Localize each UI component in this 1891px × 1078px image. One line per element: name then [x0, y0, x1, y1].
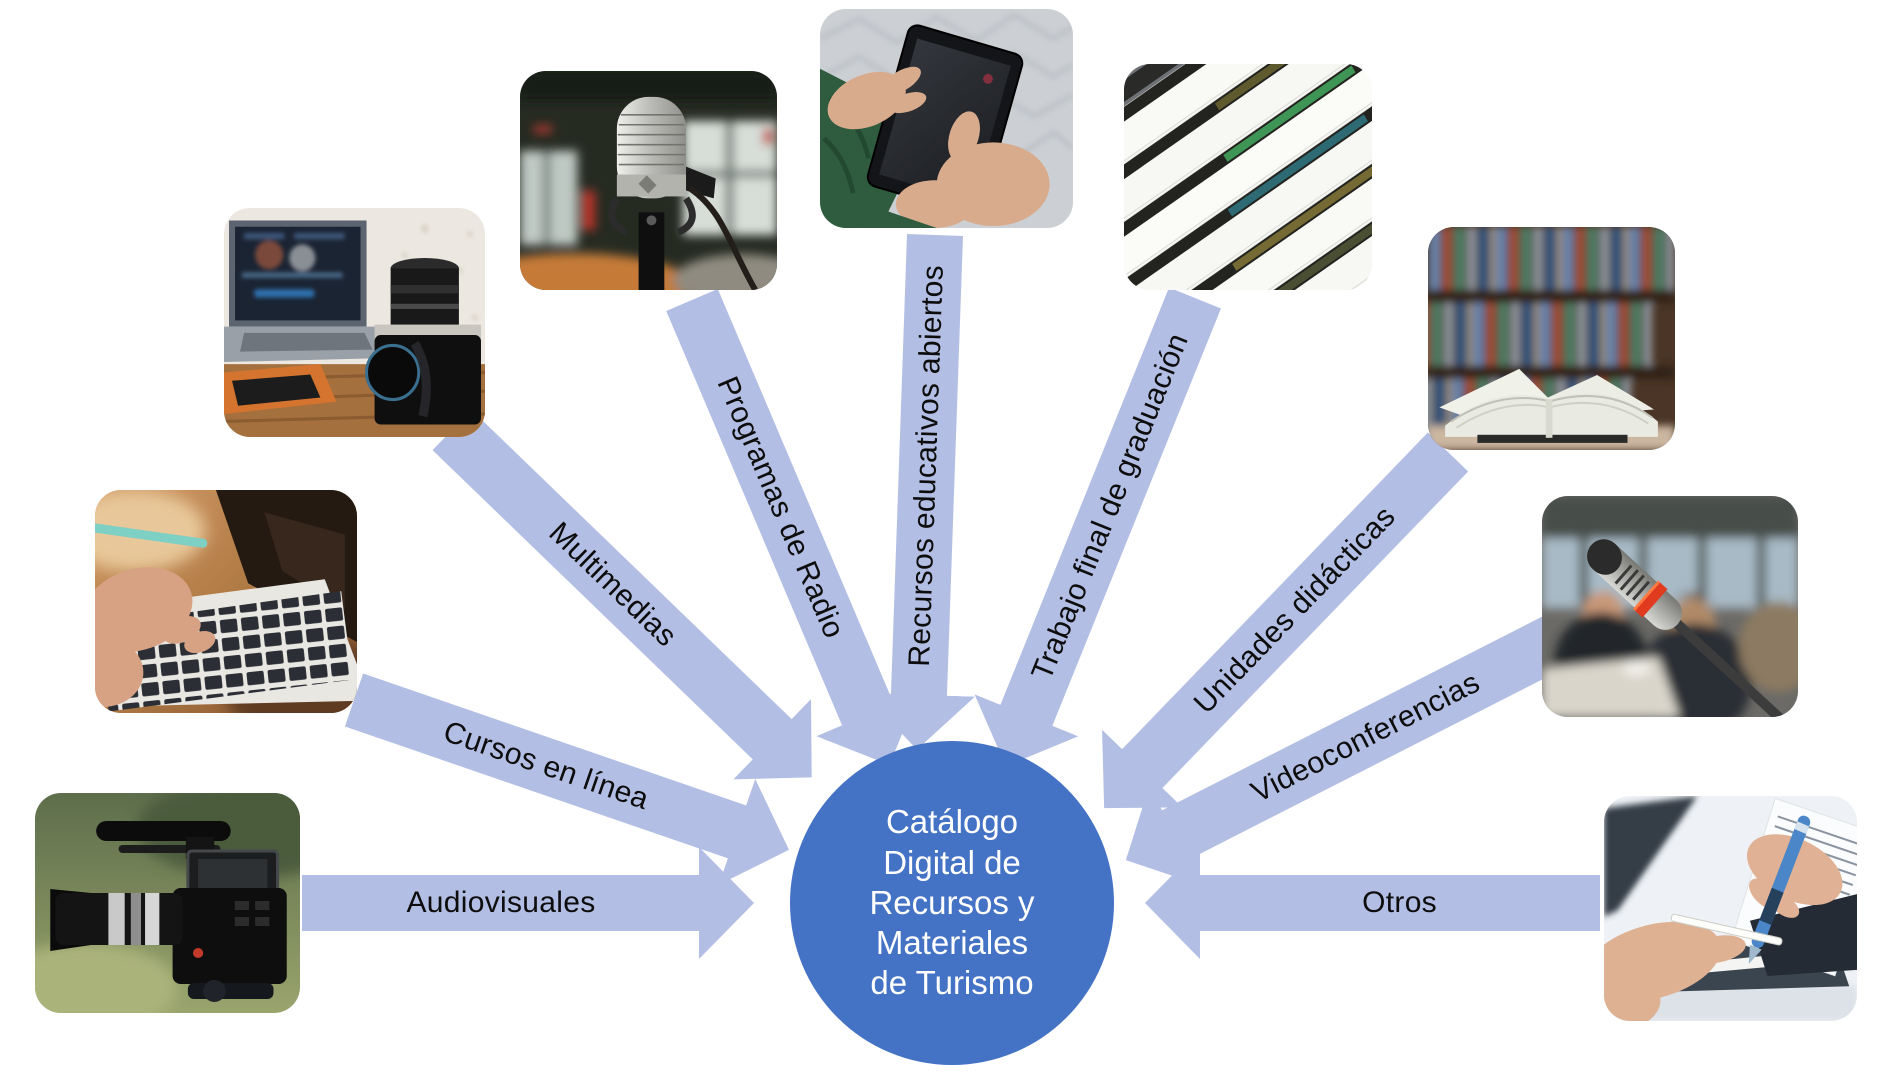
photo-open-book-library: [1428, 227, 1675, 450]
laptop-camera-illustration: [224, 208, 485, 437]
center-node: Catálogo Digital de Recursos y Materiale…: [790, 741, 1114, 1065]
center-title-line: Catálogo: [885, 803, 1019, 841]
notebook-stack-illustration: [1124, 64, 1372, 290]
photo-notebook-stack: [1124, 64, 1372, 290]
arrow-label: Otros: [1362, 886, 1437, 919]
typing-laptop-illustration: [95, 490, 357, 713]
hands-pen-illustration: [1604, 796, 1857, 1021]
center-title-line: Materiales: [875, 924, 1029, 962]
arrow-head-icon: [1145, 847, 1200, 959]
center-title: Catálogo Digital de Recursos y Materiale…: [869, 802, 1034, 1003]
photo-laptop-and-camera: [224, 208, 485, 437]
photo-conference-microphone: [1542, 496, 1798, 717]
center-title-line: de Turismo: [870, 964, 1034, 1002]
arrow-label: Cursos en línea: [439, 715, 653, 817]
photo-studio-microphone: [520, 71, 777, 290]
arrow-label: Trabajo final de graduación: [1025, 328, 1195, 685]
photo-typing-on-laptop: [95, 490, 357, 713]
arrow-audiovisuales: Audiovisuales: [302, 847, 754, 959]
tablet-illustration: [820, 9, 1073, 228]
center-title-line: Digital de: [883, 843, 1021, 881]
arrow-label: Programas de Radio: [710, 371, 851, 643]
arrow-label: Recursos educativos abiertos: [902, 263, 950, 667]
video-camera-illustration: [35, 793, 300, 1013]
studio-microphone-illustration: [520, 71, 777, 290]
open-book-illustration: [1428, 227, 1675, 450]
arrow-otros: Otros: [1145, 847, 1600, 959]
photo-video-camera: [35, 793, 300, 1013]
conference-mic-illustration: [1542, 496, 1798, 717]
center-title-line: Recursos y: [869, 883, 1035, 921]
photo-hands-with-pen: [1604, 796, 1857, 1021]
arrow-recursos-educativos-abiertos: Recursos educativos abiertos: [861, 233, 991, 752]
photo-tablet-in-hands: [820, 9, 1073, 228]
arrow-body: Recursos educativos abiertos: [890, 234, 963, 697]
arrow-label: Multimedias: [542, 515, 683, 654]
arrow-body: Audiovisuales: [302, 875, 700, 931]
arrow-label: Audiovisuales: [406, 886, 596, 919]
arrow-body: Otros: [1199, 875, 1600, 931]
